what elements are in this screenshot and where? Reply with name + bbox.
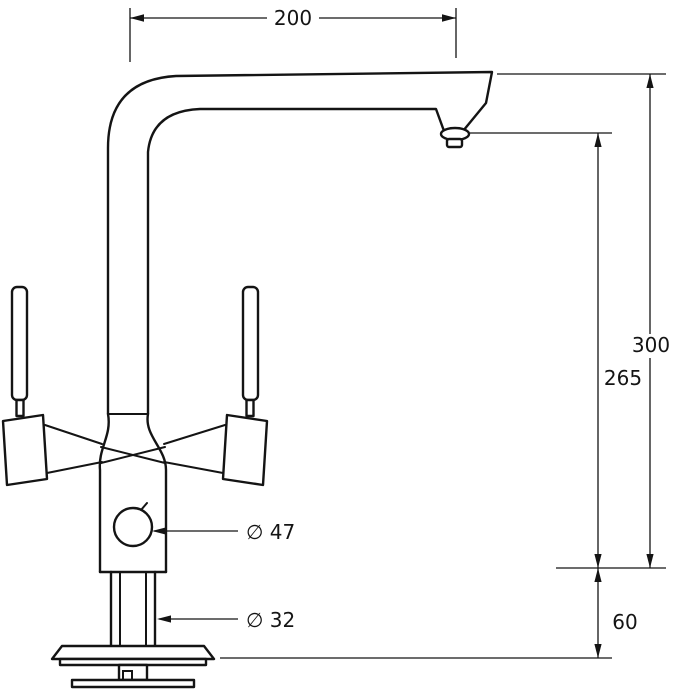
left-handle-lever	[10, 285, 29, 402]
base-assembly	[50, 644, 216, 689]
body-cross-line-2	[100, 446, 166, 464]
aerator-tip	[445, 137, 464, 149]
left-port-line-top	[44, 424, 103, 445]
right-port-line-top	[163, 424, 226, 445]
faucet	[1, 70, 494, 689]
dimension-label-spout-height: 265	[604, 366, 642, 390]
right-handle-hub	[221, 413, 269, 487]
left-handle-neck	[15, 398, 25, 418]
arrowhead-up	[594, 133, 602, 147]
valve-body	[98, 412, 168, 574]
dimension-below-deck: 60	[220, 568, 638, 659]
left-handle	[1, 285, 103, 487]
dimension-label-spout-reach: 200	[274, 6, 312, 30]
dimension-overall-height: 300	[497, 73, 674, 569]
dimension-spout-reach: 200	[129, 6, 457, 62]
callout-shank-diameter: ∅ 32	[157, 608, 295, 632]
callout-label-shank-diameter: ∅ 32	[246, 608, 295, 632]
arrowhead-left	[130, 14, 144, 22]
right-handle-neck	[245, 398, 255, 418]
left-handle-hub	[1, 413, 49, 487]
arrowhead-left	[157, 615, 171, 623]
dimension-spout-height: 265	[470, 132, 642, 568]
dimension-label-below-deck: 60	[612, 610, 637, 634]
right-handle-lever	[241, 285, 260, 402]
mounting-plate	[70, 678, 196, 689]
right-handle	[163, 285, 269, 487]
base-flange	[50, 644, 216, 661]
body-cap-slot	[140, 502, 148, 511]
label-backing	[267, 7, 319, 29]
right-port-line-bottom	[163, 461, 224, 474]
body-cap-circle	[112, 506, 154, 548]
arrowhead-down	[646, 554, 654, 568]
arrowhead-up	[594, 568, 602, 582]
body-left-edge	[98, 412, 110, 574]
left-port-line-bottom	[46, 461, 103, 474]
callout-label-body-diameter: ∅ 47	[246, 520, 295, 544]
arrowhead-right	[442, 14, 456, 22]
arrowhead-down	[594, 554, 602, 568]
tailpiece-notch	[122, 670, 133, 681]
arrowhead-down	[594, 644, 602, 658]
label-backing	[626, 334, 674, 358]
callout-body-diameter: ∅ 47	[152, 520, 295, 544]
spout-outline	[106, 70, 494, 414]
body-right-edge	[146, 412, 168, 574]
shank	[109, 570, 157, 648]
dimension-label-overall-height: 300	[632, 333, 670, 357]
arrowhead-left	[152, 527, 166, 535]
arrowhead-up	[646, 74, 654, 88]
